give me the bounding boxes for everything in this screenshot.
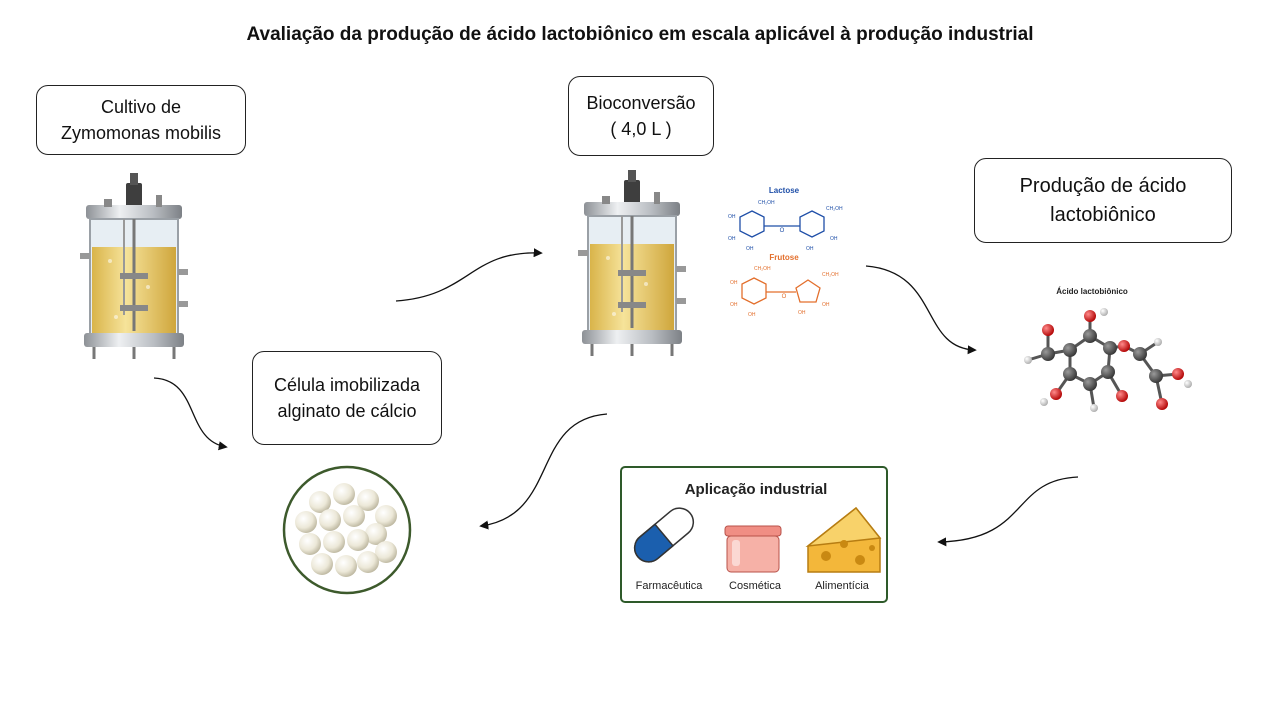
aplicacao-item-cosmetica: Cosmética <box>729 580 782 592</box>
cultivo-line-1: Cultivo de <box>100 97 182 117</box>
aplicacao-item-alimenticia: Alimentícia <box>815 580 870 592</box>
lactose-o-label: O <box>780 228 785 234</box>
frutose-structure: Frutose O CH₂OH CH₂OH OH OH OH OH OH <box>730 253 839 318</box>
cultivo-line-2: Zymomonas mobilis <box>60 123 222 143</box>
aplicacao-industrial-panel: Aplicação industrial Farmacêutica Cosmét… <box>620 466 888 603</box>
arrow-to-producao <box>865 265 977 355</box>
lactose-oh-1: OH <box>728 214 736 220</box>
producao-line-1: Produção de ácido <box>1019 174 1187 197</box>
lactose-oh-2: OH <box>728 236 736 242</box>
lactobionic-acid-molecule: Ácido lactobiônico <box>1024 287 1192 412</box>
celula-box: Célula imobilizada alginato de cálcio <box>252 351 442 445</box>
bioconversao-line-2: ( 4,0 L ) <box>610 119 672 139</box>
bioreactor-cultivo-icon <box>78 171 190 361</box>
page-title: Avaliação da produção de ácido lactobiôn… <box>246 24 1034 45</box>
frutose-oh-4: OH <box>798 310 806 316</box>
bioconversao-line-1: Bioconversão <box>586 93 696 113</box>
lactose-oh-4: OH <box>806 246 814 252</box>
alginate-beads-icon <box>282 465 412 595</box>
cheese-icon <box>805 506 882 573</box>
acido-label: Ácido lactobiônico <box>1056 287 1128 296</box>
frutose-ch2oh-right: CH₂OH <box>822 272 839 278</box>
arrow-to-aplicacao <box>937 476 1079 547</box>
producao-line-2: lactobiônico <box>1050 203 1156 226</box>
bioreactor-bioconversao-icon <box>576 168 688 358</box>
cream-jar-icon <box>724 525 782 573</box>
frutose-oh-5: OH <box>822 302 830 308</box>
frutose-oh-1: OH <box>730 280 738 286</box>
cultivo-box: Cultivo de Zymomonas mobilis <box>36 85 246 155</box>
frutose-label: Frutose <box>769 253 799 262</box>
lactose-label: Lactose <box>769 186 800 195</box>
bioconversao-box: Bioconversão ( 4,0 L ) <box>568 76 714 156</box>
capsule-icon <box>633 507 695 563</box>
arrow-to-bioconversao <box>395 248 543 302</box>
celula-line-2: alginato de cálcio <box>277 401 417 421</box>
lactose-oh-5: OH <box>830 236 838 242</box>
aplicacao-title: Aplicação industrial <box>685 481 828 498</box>
aplicacao-item-farmaceutica: Farmacêutica <box>636 580 704 592</box>
celula-line-1: Célula imobilizada <box>273 375 421 395</box>
lactose-ch2oh-right: CH₂OH <box>826 206 843 212</box>
lactose-structure: Lactose O CH₂OH CH₂OH OH OH OH OH OH <box>728 186 843 252</box>
frutose-o-label: O <box>782 294 787 300</box>
arrow-return-to-beads <box>479 413 608 530</box>
frutose-ch2oh-left: CH₂OH <box>754 266 771 272</box>
arrow-reactor-to-beads <box>153 377 228 451</box>
frutose-oh-2: OH <box>730 302 738 308</box>
lactose-ch2oh-left: CH₂OH <box>758 200 775 206</box>
lactose-oh-3: OH <box>746 246 754 252</box>
frutose-oh-3: OH <box>748 312 756 318</box>
producao-box: Produção de ácido lactobiônico <box>974 158 1232 243</box>
